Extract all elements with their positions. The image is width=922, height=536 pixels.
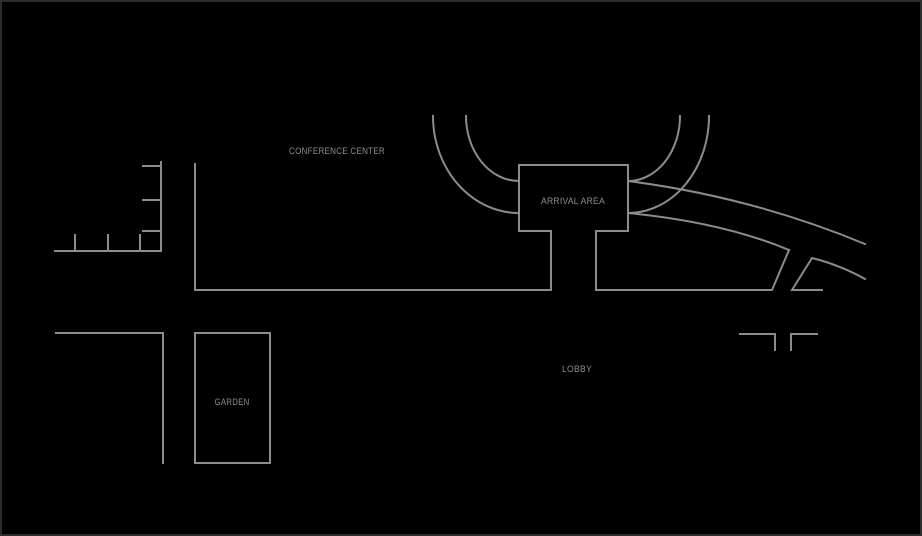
arrival-area-label: ARRIVAL AREA — [541, 196, 605, 207]
conference-center-label: CONFERENCE CENTER — [289, 146, 385, 157]
garden-label: GARDEN — [215, 397, 250, 408]
road-gate-east-segment — [790, 256, 867, 291]
road-lower-edge — [626, 211, 791, 252]
floor-plan-lines — [54, 114, 867, 464]
floor-plan-labels: CONFERENCE CENTER ARRIVAL AREA LOBBY GAR… — [215, 146, 606, 408]
lobby-door-right-jamb — [790, 333, 818, 351]
lobby-label: LOBBY — [562, 364, 592, 375]
driveway-inner-right-arc — [626, 114, 682, 183]
driveway-inner-left-arc — [464, 114, 521, 183]
driveway-outer-right-arc — [626, 114, 711, 215]
garden-perimeter-wall — [55, 332, 164, 464]
driveway-outer-left-arc — [431, 114, 521, 215]
road-upper-edge — [626, 179, 867, 246]
stair-structure — [54, 161, 162, 252]
lobby-door-left-jamb — [739, 333, 776, 351]
garden-outline — [194, 332, 271, 464]
conference-wing-wall-and-arrival-building — [194, 163, 791, 291]
